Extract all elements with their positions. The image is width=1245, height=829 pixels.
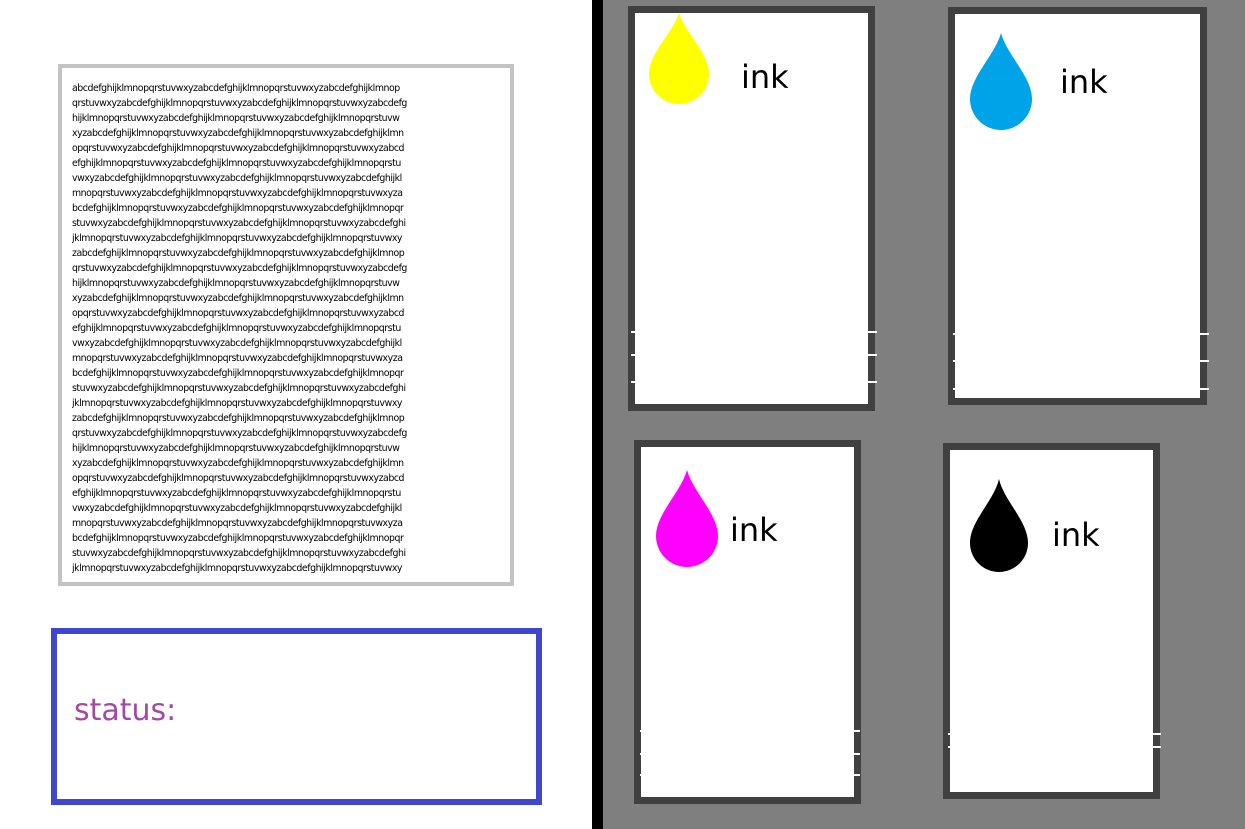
cartridge-cyan[interactable]: ink [948, 7, 1209, 405]
cartridge-yellow[interactable]: ink [628, 6, 877, 411]
ink-drop-icon [970, 479, 1028, 572]
ink-label: ink [741, 58, 789, 96]
document-text-line: opqrstuvwxyzabcdefghijklmnopqrstuvwxyzab… [72, 308, 405, 319]
document-text-line: qrstuvwxyzabcdefghijklmnopqrstuvwxyzabcd… [72, 98, 407, 109]
ink-drop-icon [656, 470, 718, 567]
document-preview: abcdefghijklmnopqrstuvwxyzabcdefghijklmn… [58, 64, 514, 586]
ink-label: ink [1060, 63, 1108, 101]
document-text-line: mnopqrstuvwxyzabcdefghijklmnopqrstuvwxyz… [72, 518, 403, 529]
status-label: status: [74, 693, 177, 728]
document-text-line: bcdefghijklmnopqrstuvwxyzabcdefghijklmno… [72, 203, 404, 214]
document-text-line: efghijklmnopqrstuvwxyzabcdefghijklmnopqr… [72, 158, 401, 169]
document-text-line: abcdefghijklmnopqrstuvwxyzabcdefghijklmn… [72, 83, 400, 94]
ink-drop-icon [649, 13, 709, 104]
status-box: status: [51, 628, 542, 805]
level-tick [640, 730, 860, 732]
ink-drop-yellow [649, 13, 709, 104]
document-text-line: hijklmnopqrstuvwxyzabcdefghijklmnopqrstu… [72, 278, 400, 289]
document-text-line: stuvwxyzabcdefghijklmnopqrstuvwxyzabcdef… [72, 548, 406, 559]
cartridge-magenta[interactable]: ink [634, 440, 861, 804]
document-text-line: jklmnopqrstuvwxyzabcdefghijklmnopqrstuvw… [72, 563, 403, 574]
level-tick [640, 774, 860, 776]
document-text-line: opqrstuvwxyzabcdefghijklmnopqrstuvwxyzab… [72, 473, 405, 484]
level-tick [640, 753, 860, 755]
document-text-line: vwxyzabcdefghijklmnopqrstuvwxyzabcdefghi… [72, 173, 402, 184]
level-tick [953, 333, 1209, 335]
ink-drop-icon [970, 33, 1032, 130]
level-tick [948, 746, 1161, 748]
document-text-line: xyzabcdefghijklmnopqrstuvwxyzabcdefghijk… [72, 293, 404, 304]
cartridge-black[interactable]: ink [943, 443, 1161, 799]
document-text-line: zabcdefghijklmnopqrstuvwxyzabcdefghijklm… [72, 248, 405, 259]
document-text-line: bcdefghijklmnopqrstuvwxyzabcdefghijklmno… [72, 533, 404, 544]
document-text-line: bcdefghijklmnopqrstuvwxyzabcdefghijklmno… [72, 368, 404, 379]
document-text-line: vwxyzabcdefghijklmnopqrstuvwxyzabcdefghi… [72, 503, 402, 514]
level-tick [631, 331, 877, 333]
document-text-line: mnopqrstuvwxyzabcdefghijklmnopqrstuvwxyz… [72, 353, 403, 364]
document-text-line: zabcdefghijklmnopqrstuvwxyzabcdefghijklm… [72, 413, 405, 424]
ink-drop-cyan [970, 33, 1032, 130]
document-text-line: efghijklmnopqrstuvwxyzabcdefghijklmnopqr… [72, 323, 401, 334]
document-text-line: stuvwxyzabcdefghijklmnopqrstuvwxyzabcdef… [72, 218, 406, 229]
level-tick [631, 354, 877, 356]
ink-drop-black [970, 479, 1028, 572]
level-tick [953, 360, 1209, 362]
document-text-line: xyzabcdefghijklmnopqrstuvwxyzabcdefghijk… [72, 128, 404, 139]
level-tick [631, 381, 877, 383]
document-text-line: jklmnopqrstuvwxyzabcdefghijklmnopqrstuvw… [72, 233, 403, 244]
document-text-line: xyzabcdefghijklmnopqrstuvwxyzabcdefghijk… [72, 458, 404, 469]
ink-drop-magenta [656, 470, 718, 567]
document-text-line: efghijklmnopqrstuvwxyzabcdefghijklmnopqr… [72, 488, 401, 499]
document-text-line: hijklmnopqrstuvwxyzabcdefghijklmnopqrstu… [72, 443, 400, 454]
level-tick [953, 388, 1209, 390]
document-text-line: opqrstuvwxyzabcdefghijklmnopqrstuvwxyzab… [72, 143, 405, 154]
panel-divider [592, 0, 603, 829]
document-text-line: qrstuvwxyzabcdefghijklmnopqrstuvwxyzabcd… [72, 428, 407, 439]
document-text-line: mnopqrstuvwxyzabcdefghijklmnopqrstuvwxyz… [72, 188, 403, 199]
document-text-line: jklmnopqrstuvwxyzabcdefghijklmnopqrstuvw… [72, 398, 403, 409]
document-text-line: stuvwxyzabcdefghijklmnopqrstuvwxyzabcdef… [72, 383, 406, 394]
document-text-line: hijklmnopqrstuvwxyzabcdefghijklmnopqrstu… [72, 113, 400, 124]
level-tick [948, 733, 1161, 735]
document-text-line: vwxyzabcdefghijklmnopqrstuvwxyzabcdefghi… [72, 338, 402, 349]
ink-label: ink [1052, 516, 1100, 554]
document-text-line: qrstuvwxyzabcdefghijklmnopqrstuvwxyzabcd… [72, 263, 407, 274]
ink-label: ink [730, 511, 778, 549]
